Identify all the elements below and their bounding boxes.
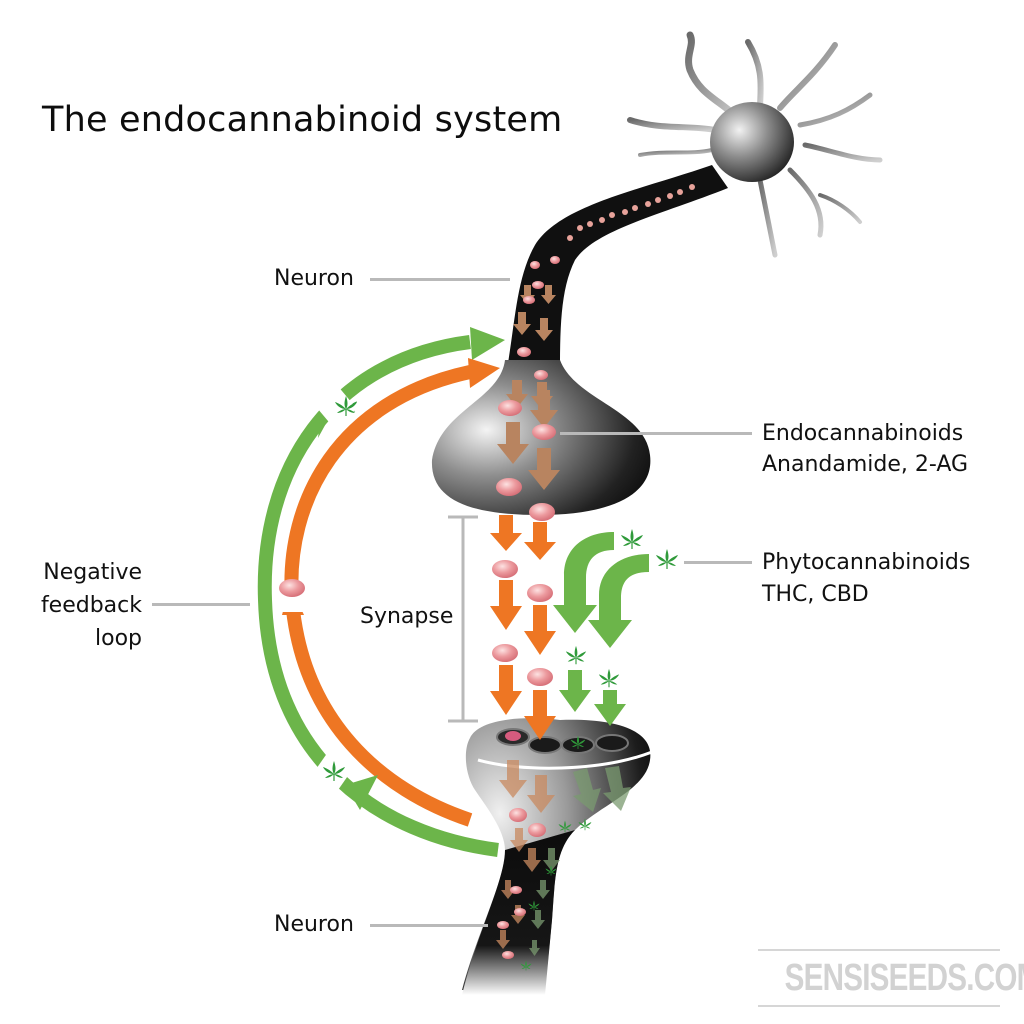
synapse-molecules	[492, 560, 553, 686]
label-endocannabinoids-examples: Anandamide, 2-AG	[762, 452, 969, 477]
label-synapse: Synapse	[360, 604, 454, 629]
label-feedback-line2: feedback	[40, 593, 142, 618]
watermark-logo: SENSISEEDS.COM	[758, 949, 1024, 1007]
synapse-bracket	[448, 515, 478, 723]
postsynaptic-signals	[496, 760, 631, 956]
phytocannabinoid-arrows	[553, 532, 649, 726]
leader-feedback	[152, 603, 250, 606]
label-feedback-line1: Negative	[43, 560, 142, 585]
label-phytocannabinoids: Phytocannabinoids	[762, 550, 971, 575]
postsynaptic-molecules	[497, 808, 546, 959]
label-neuron-bottom: Neuron	[274, 912, 354, 937]
endocannabinoid-release-arrows	[490, 515, 556, 740]
receptors	[496, 728, 629, 754]
leader-phytocannabinoids	[684, 561, 752, 564]
neuron-cell-body	[710, 102, 794, 182]
label-neuron-top: Neuron	[274, 266, 354, 291]
vesicle-arrows	[496, 390, 560, 521]
label-endocannabinoids: Endocannabinoids	[762, 421, 964, 446]
leader-neuron-top	[370, 278, 510, 281]
page-title: The endocannabinoid system	[42, 100, 563, 140]
axon-top	[505, 165, 728, 380]
leader-neuron-bottom	[370, 924, 488, 927]
feedback-molecule	[279, 579, 305, 597]
feedback-gap-green	[313, 384, 357, 428]
watermark-text: SENSISEEDS.COM	[784, 957, 1024, 999]
leader-endocannabinoids	[560, 432, 752, 435]
membrane-highlight	[477, 750, 653, 770]
label-phytocannabinoids-examples: THC, CBD	[762, 582, 869, 607]
label-feedback-line3: loop	[95, 626, 142, 651]
